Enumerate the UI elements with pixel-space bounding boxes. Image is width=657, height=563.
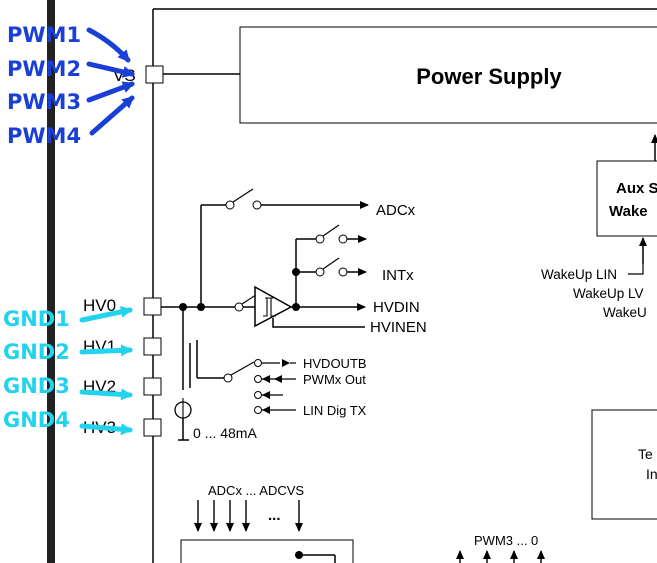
adc-range-label: ADCx ... ADCVS: [208, 483, 304, 498]
vs-pin: [145, 65, 164, 84]
left-dark-bar: [47, 0, 55, 563]
wakeup-lv-label: WakeUp LV: [573, 286, 644, 301]
hvinen-label: HVINEN: [370, 319, 427, 336]
hv0-label: HV0: [83, 296, 116, 315]
temp-label-2: In: [646, 466, 657, 482]
hv3-pin: [143, 418, 162, 437]
adc-block: [180, 539, 354, 563]
pwm2-label: PWM2: [7, 57, 81, 81]
aux-label-2: Wake: [609, 203, 648, 220]
hvdoutb-label: HVDOUTB: [303, 356, 367, 371]
gnd-annotations: GND1 GND2 GND3 GND4: [3, 307, 70, 432]
pwmx-out-label: PWMx Out: [303, 372, 366, 387]
hv0-pin: [143, 297, 162, 316]
power-supply-label: Power Supply: [416, 64, 562, 89]
adcx-label: ADCx: [376, 202, 416, 219]
pwm-range-label: PWM3 ... 0: [474, 533, 538, 548]
aux-block: [596, 160, 657, 237]
adc-dots: ...: [268, 507, 281, 524]
pwm4-label: PWM4: [7, 124, 81, 148]
pwm-arrows: [86, 27, 135, 136]
pwm1-label: PWM1: [7, 23, 81, 47]
temp-label-1: Te: [638, 446, 653, 462]
wakeup-lin-label: WakeUp LIN: [541, 267, 617, 282]
gnd1-label: GND1: [3, 307, 70, 331]
hvdin-label: HVDIN: [373, 299, 420, 316]
gnd2-label: GND2: [3, 340, 70, 364]
lin-dig-tx-label: LIN Dig TX: [303, 403, 367, 418]
power-supply-block: [239, 26, 657, 124]
aux-label-1: Aux S: [616, 180, 657, 197]
gnd-arrows: [79, 305, 133, 436]
pwm-annotations: PWM1 PWM2 PWM3 PWM4: [7, 23, 81, 148]
gnd3-label: GND3: [3, 374, 70, 398]
gnd4-label: GND4: [3, 408, 70, 432]
hv2-pin: [143, 377, 162, 396]
current-label: 0 ... 48mA: [193, 425, 257, 441]
temp-block: [591, 409, 657, 520]
wakeup-3-label: WakeU: [603, 305, 647, 320]
pwm3-label: PWM3: [7, 90, 81, 114]
hv1-pin: [143, 337, 162, 356]
intx-label: INTx: [382, 267, 414, 284]
